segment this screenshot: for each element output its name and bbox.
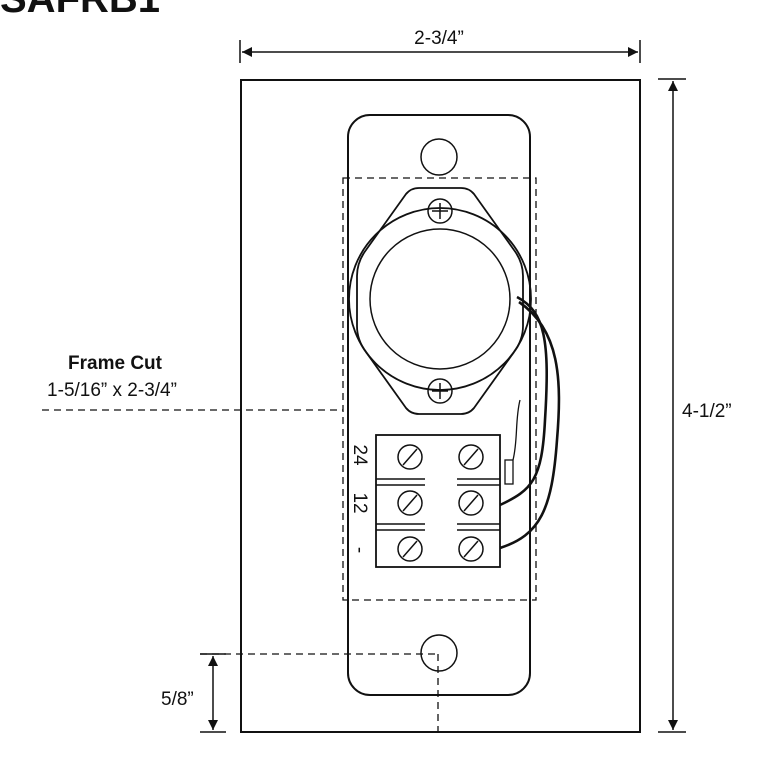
hole-offset-label: 5/8” <box>161 689 194 710</box>
frame-cut-title: Frame Cut <box>68 353 163 374</box>
hole-offset-dimension: 5/8” <box>161 653 226 733</box>
terminal-block <box>375 434 514 568</box>
terminal-label-12: 12 <box>349 492 370 513</box>
terminal-label-minus: - <box>349 547 370 553</box>
frame-cut-size: 1-5/16” x 2-3/4” <box>47 380 177 401</box>
terminal-screw-icon <box>458 444 484 470</box>
height-label: 4-1/2” <box>682 401 732 422</box>
page-title: SAFRB1 <box>0 0 160 21</box>
wall-plate <box>240 79 641 733</box>
mounting-bracket <box>347 114 531 696</box>
height-dimension: 4-1/2” <box>658 78 732 733</box>
terminal-screw-icon <box>397 490 423 516</box>
resistor-icon <box>504 459 514 485</box>
terminal-screw-icon <box>458 536 484 562</box>
top-mounting-hole <box>420 138 458 176</box>
sounder-wires <box>499 295 561 550</box>
terminal-label-24: 24 <box>349 444 370 466</box>
width-label: 2-3/4” <box>414 28 464 49</box>
sounder-bottom-screw-icon <box>427 378 453 404</box>
terminal-screw-icon <box>458 490 484 516</box>
sounder-face <box>369 228 511 370</box>
terminal-screw-icon <box>397 444 423 470</box>
width-dimension: 2-3/4” <box>239 28 641 63</box>
sounder-top-screw-icon <box>427 198 453 224</box>
terminal-screw-icon <box>397 536 423 562</box>
sounder-mounting-flange <box>356 187 524 415</box>
bottom-mounting-hole <box>420 634 458 672</box>
frame-cut-outline <box>342 177 537 601</box>
sounder-assembly <box>348 187 532 415</box>
